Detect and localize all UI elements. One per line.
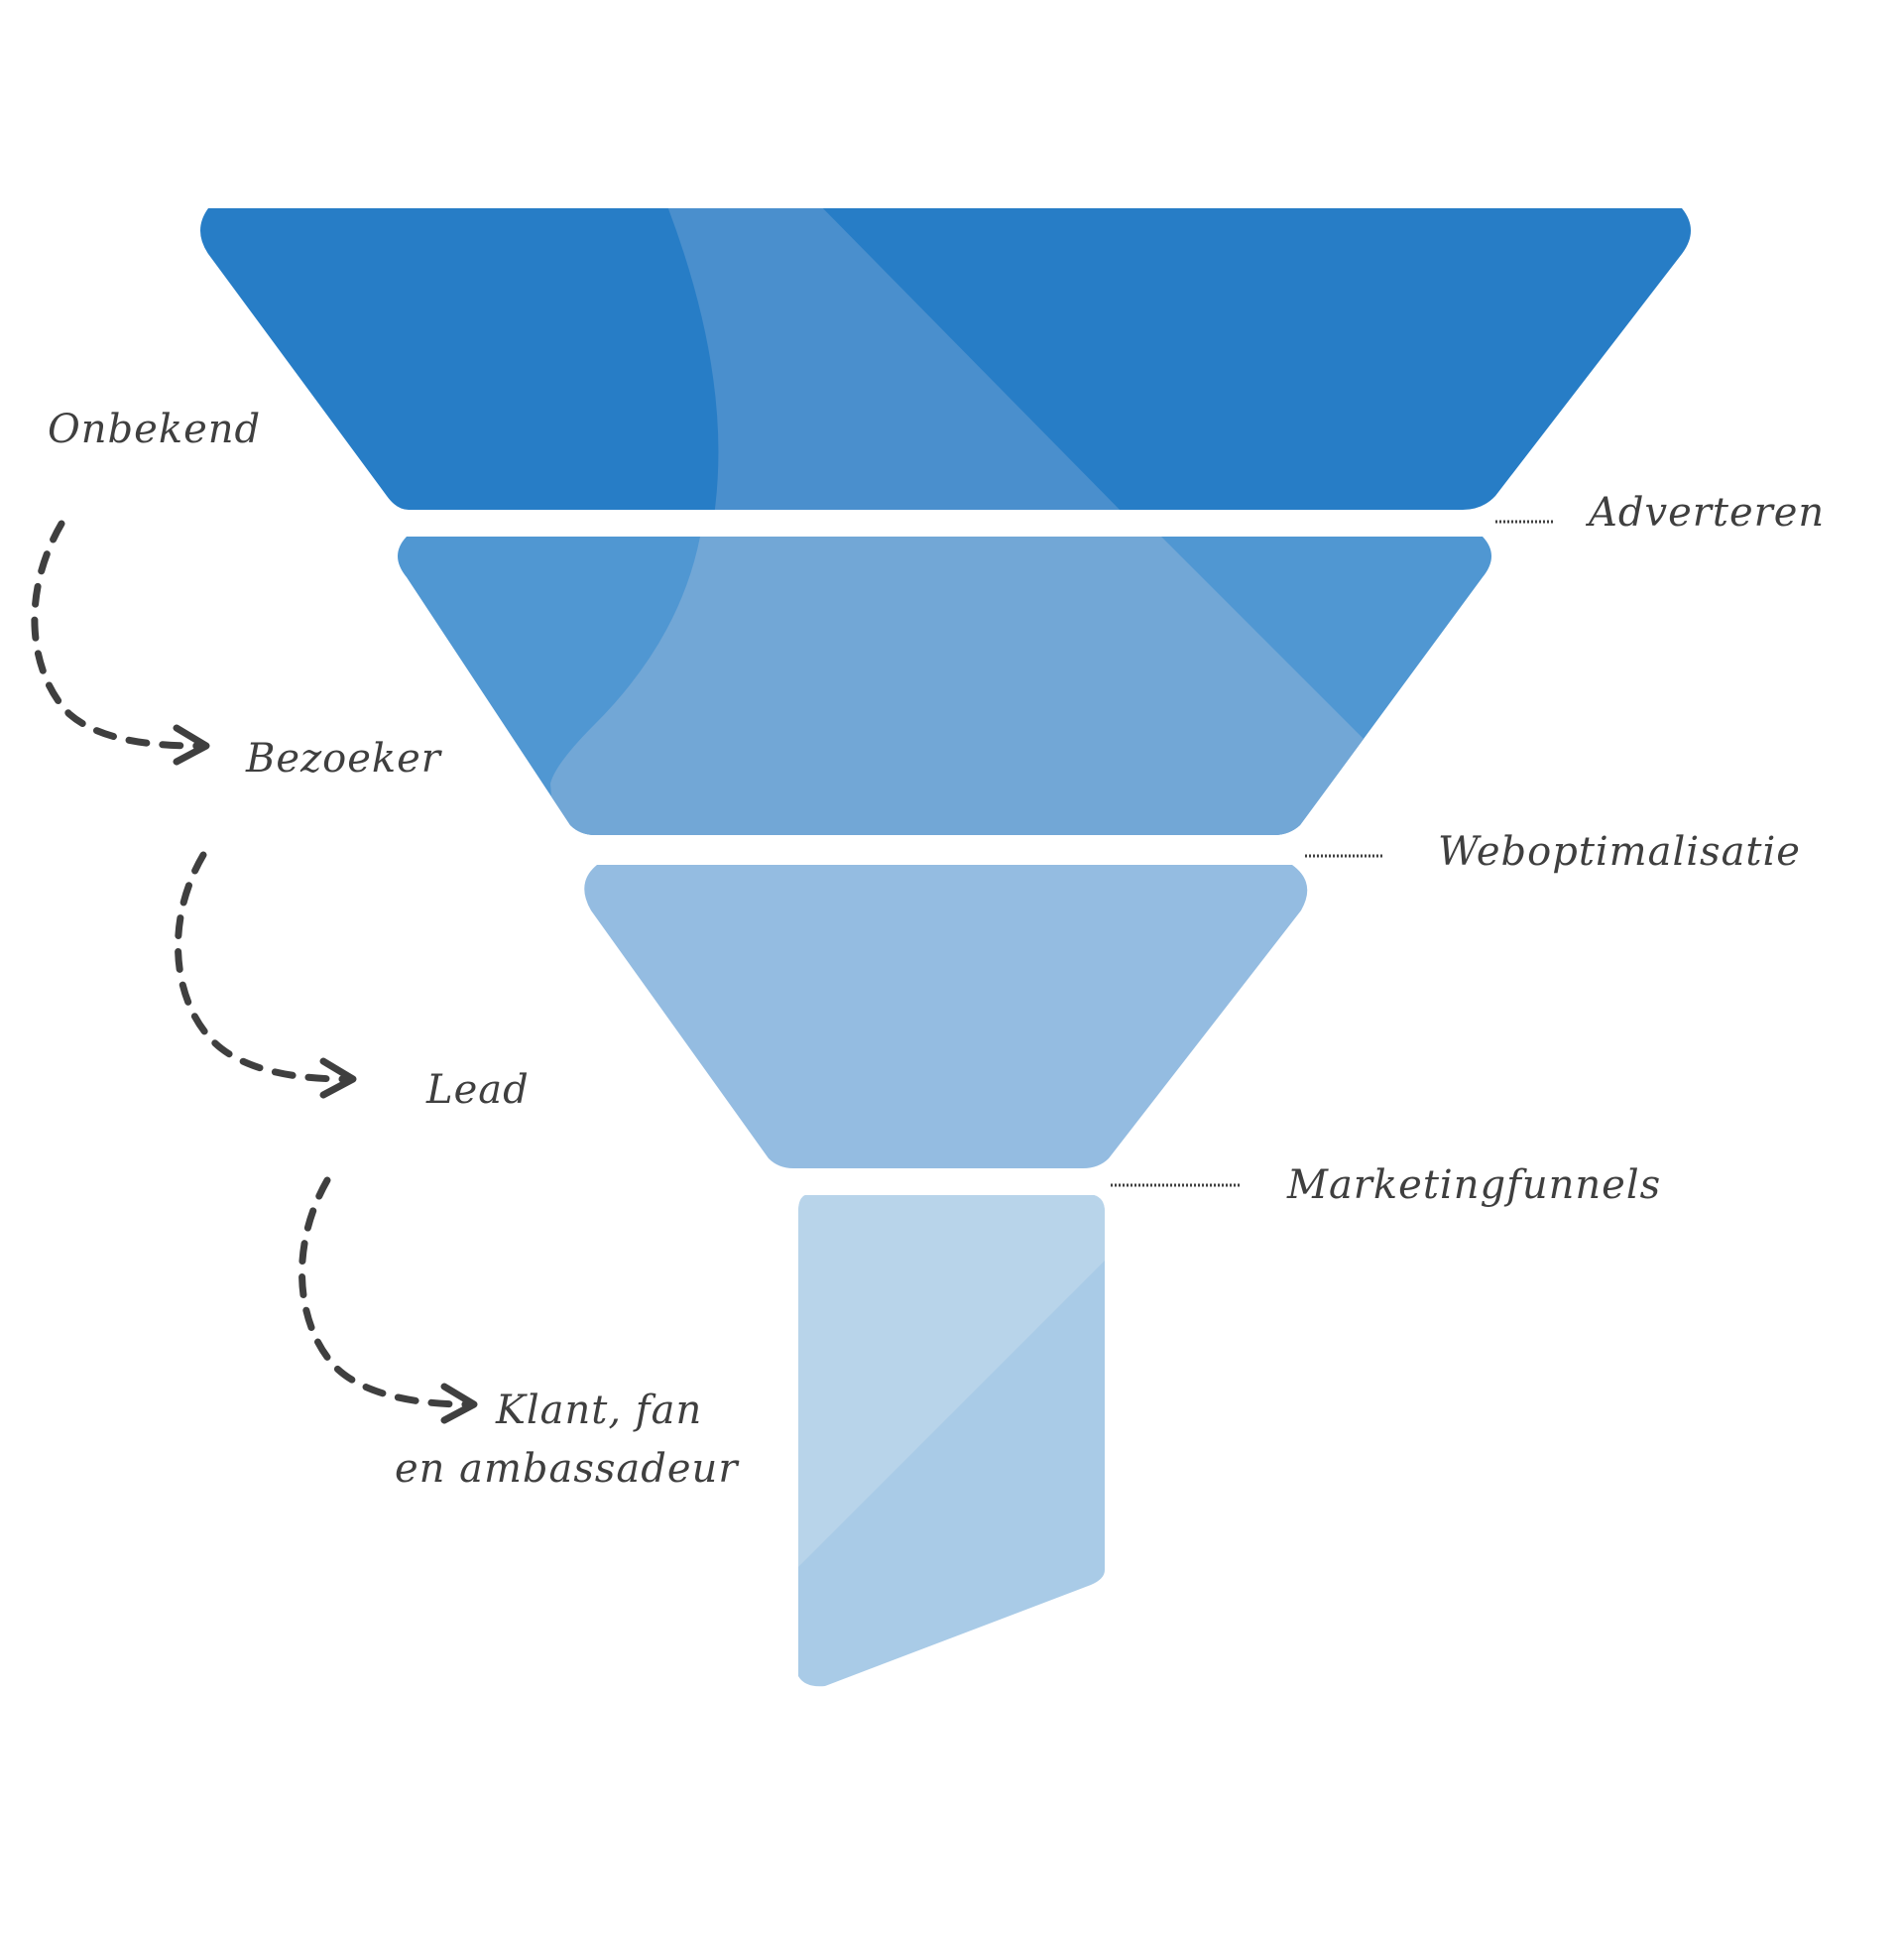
funnel-stage-2-highlight: [550, 537, 1368, 835]
funnel-stage-1-highlight: [664, 208, 1126, 510]
stage-label-klant-line2: en ambassadeur: [395, 1446, 740, 1492]
funnel-stage-4: [798, 1195, 1105, 1687]
stage-label-lead: Lead: [425, 1067, 530, 1113]
tactic-label-adverteren: Adverteren: [1585, 490, 1825, 536]
stage-label-klant: Klant, fan: [495, 1388, 702, 1433]
arrow-lead-to-klant: [298, 1176, 478, 1424]
stage-label-bezoeker: Bezoeker: [245, 736, 443, 782]
arrow-bezoeker-to-lead: [175, 851, 357, 1099]
tactic-label-marketingfunnels: Marketingfunnels: [1286, 1162, 1661, 1208]
funnel-stage-2: [398, 537, 1491, 835]
funnel-stage-3: [584, 865, 1308, 1168]
arrow-onbekend-to-bezoeker: [31, 520, 210, 766]
tactic-label-weboptimalisatie: Weboptimalisatie: [1438, 829, 1801, 875]
funnel-stage-1: [200, 208, 1691, 510]
funnel-stage-3-body: [584, 865, 1308, 1168]
funnel-stage-4-highlight: [798, 1195, 1105, 1572]
stage-label-onbekend: Onbekend: [48, 407, 261, 452]
